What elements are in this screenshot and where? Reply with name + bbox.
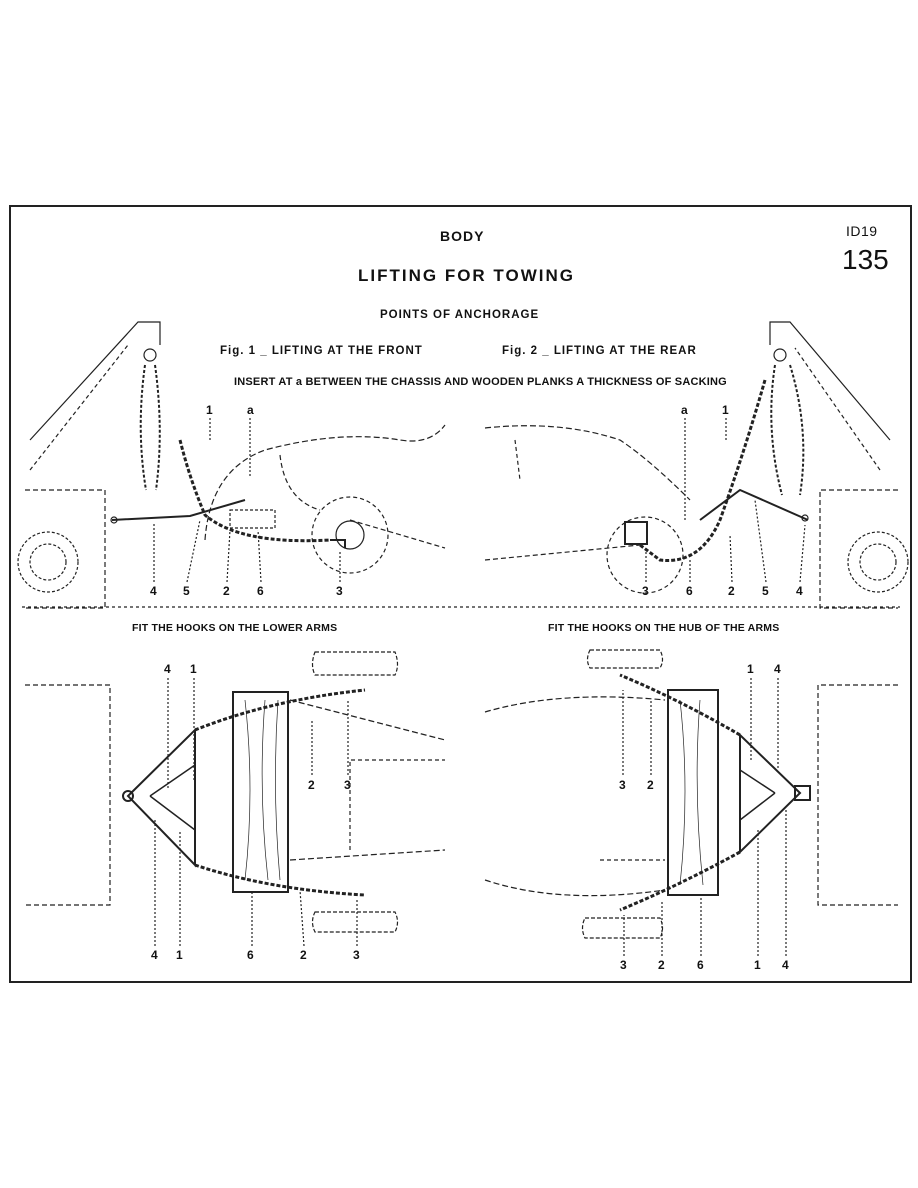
plan-right-callout-3-top: 3 <box>619 778 626 792</box>
plan-right-illustration <box>484 649 898 956</box>
fig1-illustration <box>17 321 446 609</box>
plan-right-callout-2-bottom: 2 <box>658 958 665 972</box>
plan-left-illustration <box>25 651 446 947</box>
fig2-caption: Fig. 2 _ LIFTING AT THE REAR <box>502 345 697 357</box>
page-frame <box>9 205 912 983</box>
plan-left-callout-3-top: 3 <box>344 778 351 792</box>
fig2-callout-4: 4 <box>796 584 803 598</box>
fig1-callout-3: 3 <box>336 584 343 598</box>
plan-left-callout-1-top: 1 <box>190 662 197 676</box>
plan-right-callout-1-top: 1 <box>747 662 754 676</box>
plan-right-callout-3-bottom: 3 <box>620 958 627 972</box>
page-number: 135 <box>842 244 889 275</box>
plan-left-callout-4-bottom: 4 <box>151 948 158 962</box>
fig2-callout-3: 3 <box>642 584 649 598</box>
fig2-callout-1: 1 <box>722 403 729 417</box>
plan-right-callout-4-top: 4 <box>774 662 781 676</box>
plan-left-callout-2-bottom: 2 <box>300 948 307 962</box>
fig1-callout-1: 1 <box>206 403 213 417</box>
plan-left-callout-3-bottom: 3 <box>353 948 360 962</box>
fig2-callout-5: 5 <box>762 584 769 598</box>
lower-left-caption: FIT THE HOOKS ON THE LOWER ARMS <box>132 622 338 634</box>
plan-left-callout-4-top: 4 <box>164 662 171 676</box>
sacking-note: INSERT AT a BETWEEN THE CHASSIS AND WOOD… <box>234 376 727 388</box>
fig1-callout-a: a <box>247 403 254 417</box>
fig2-callout-a: a <box>681 403 688 417</box>
fig1-caption: Fig. 1 _ LIFTING AT THE FRONT <box>220 345 423 357</box>
fig2-illustration <box>484 321 909 609</box>
fig1-callout-2: 2 <box>223 584 230 598</box>
page-subtitle: POINTS OF ANCHORAGE <box>380 309 540 321</box>
plan-right-callout-6: 6 <box>697 958 704 972</box>
fig1-callout-4: 4 <box>150 584 157 598</box>
plan-right-callout-1-bottom: 1 <box>754 958 761 972</box>
plan-left-callout-1-bottom: 1 <box>176 948 183 962</box>
plan-right-callout-2-top: 2 <box>647 778 654 792</box>
lower-right-caption: FIT THE HOOKS ON THE HUB OF THE ARMS <box>548 622 780 634</box>
plan-left-callout-6: 6 <box>247 948 254 962</box>
section-label: BODY <box>440 228 485 244</box>
fig2-callout-6: 6 <box>686 584 693 598</box>
fig2-callout-2: 2 <box>728 584 735 598</box>
fig1-callout-6: 6 <box>257 584 264 598</box>
plan-right-callout-4-bottom: 4 <box>782 958 789 972</box>
page-title: LIFTING FOR TOWING <box>358 266 575 285</box>
fig1-callout-5: 5 <box>183 584 190 598</box>
document-ref: ID19 <box>846 223 878 239</box>
plan-left-callout-2-top: 2 <box>308 778 315 792</box>
